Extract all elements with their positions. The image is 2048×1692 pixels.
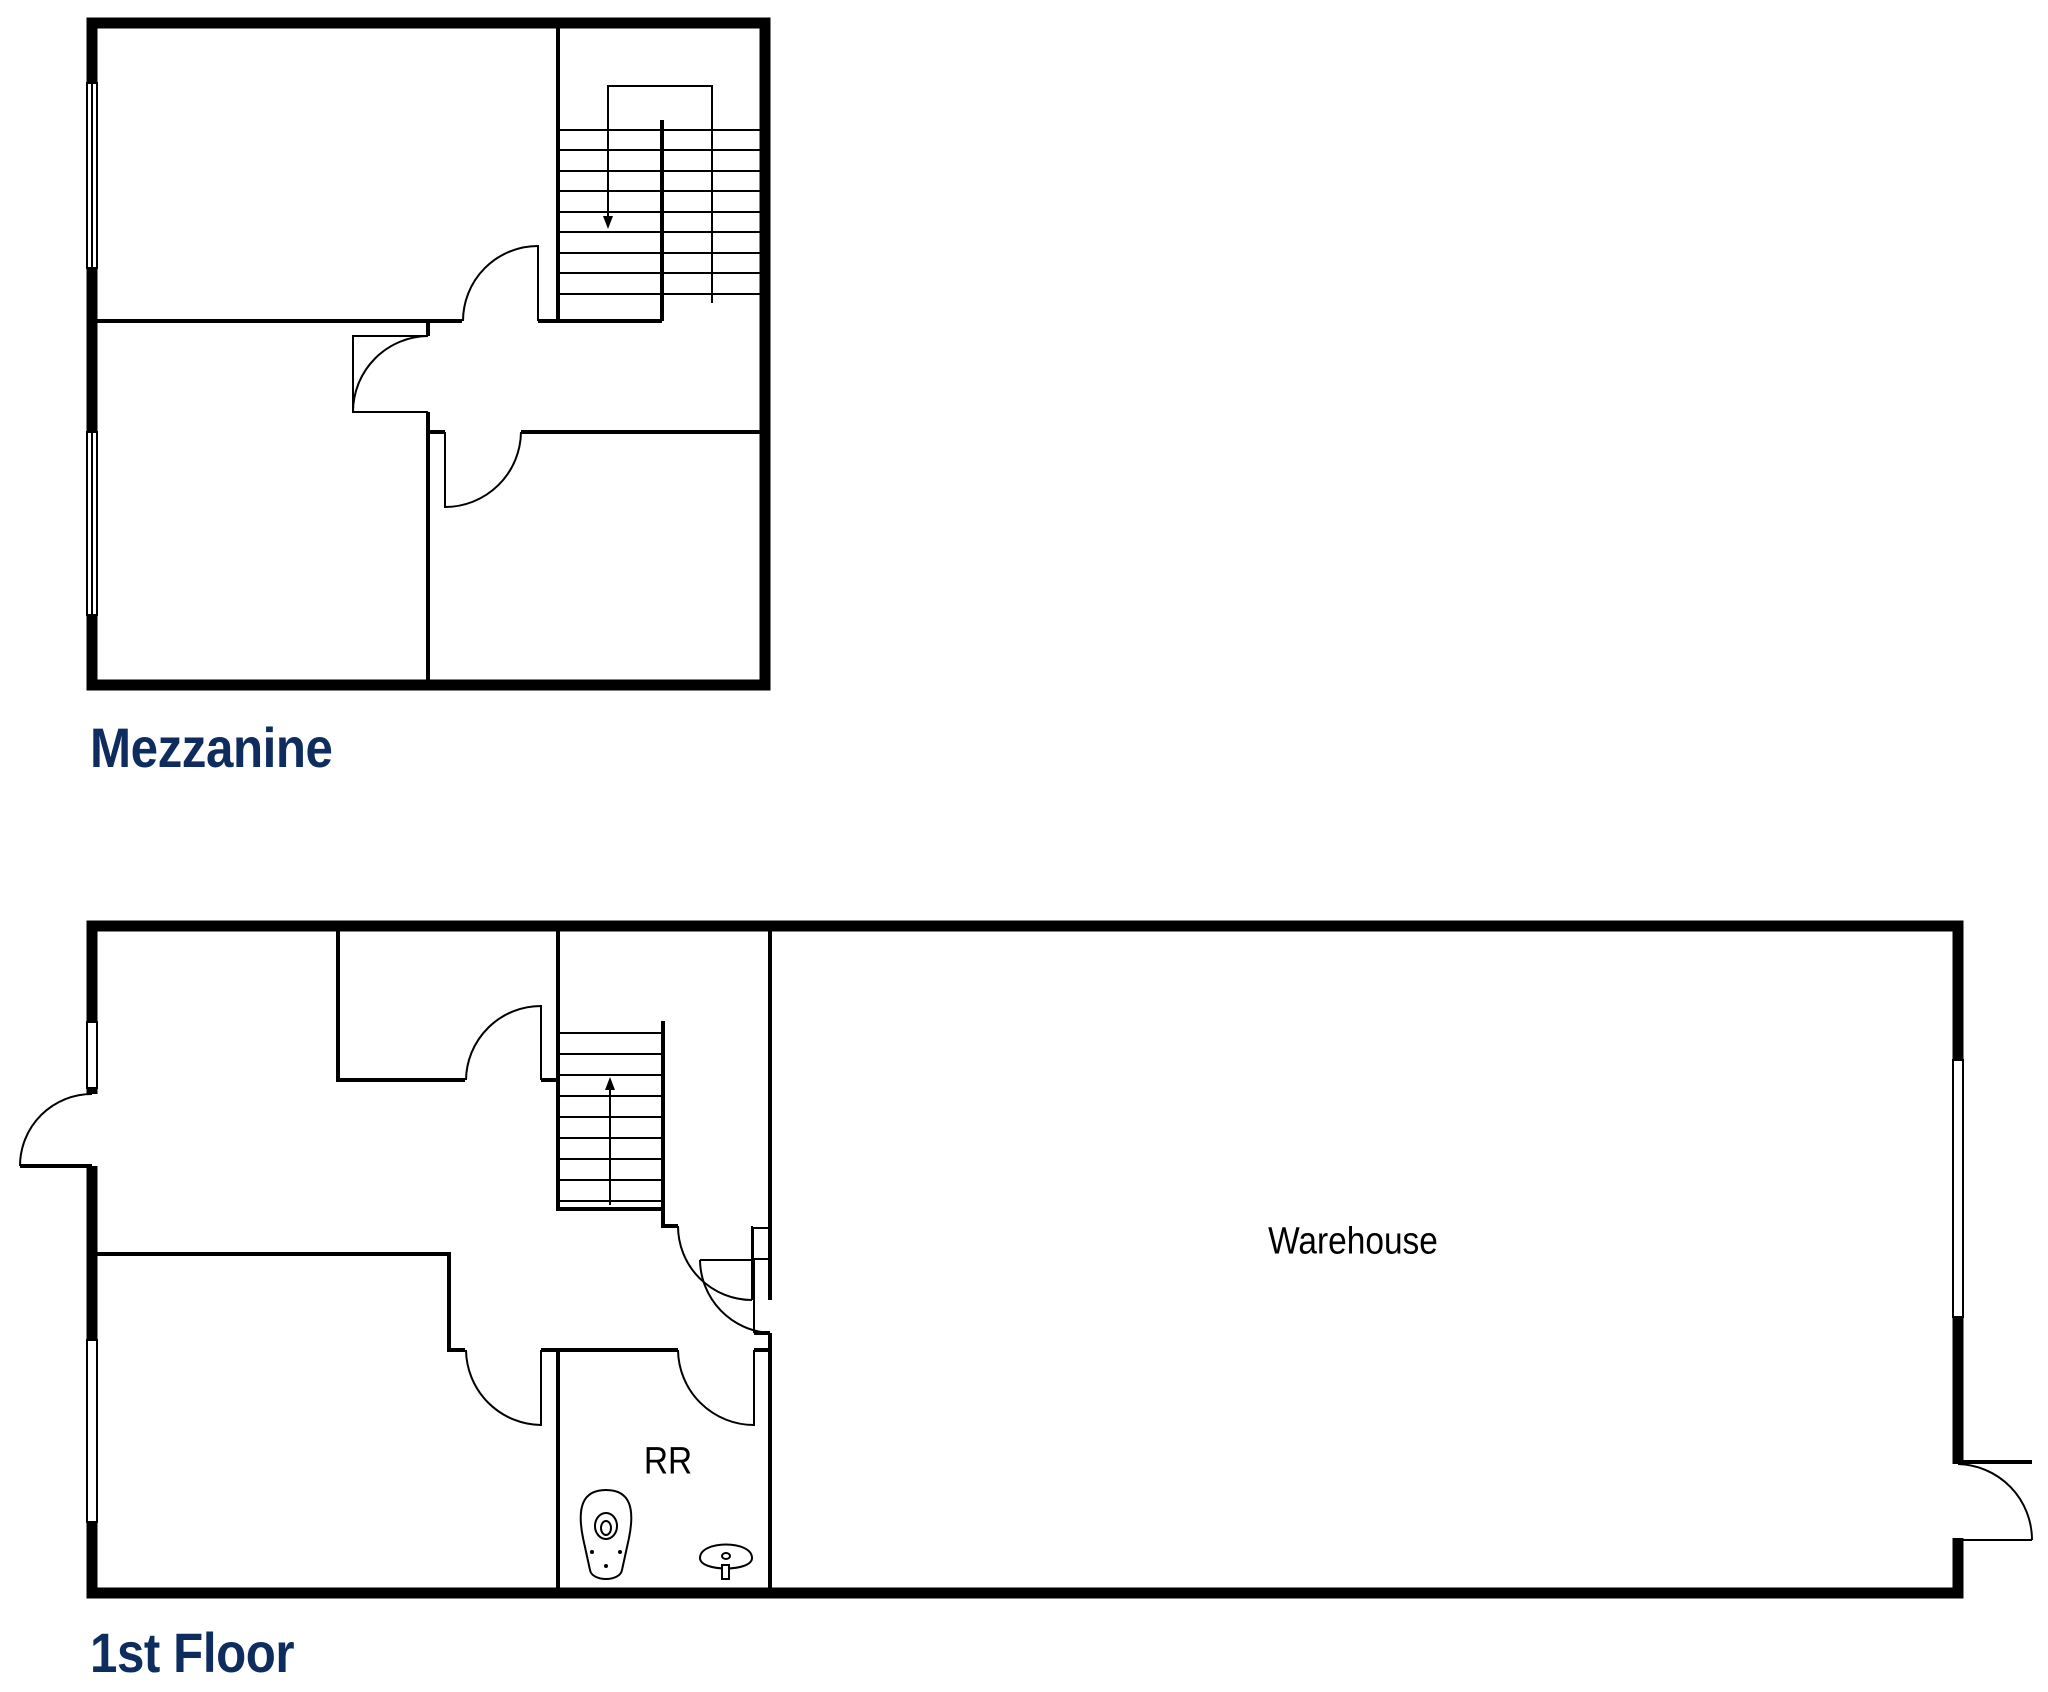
mezzanine-door — [352, 335, 429, 413]
sink-icon — [698, 1543, 754, 1580]
first-floor-title: 1st Floor — [90, 1621, 295, 1684]
mezzanine-door — [444, 431, 522, 509]
mezzanine-plan — [86, 17, 771, 691]
first-floor-window-upper — [86, 1021, 98, 1089]
exterior-door — [19, 1093, 93, 1167]
stair-arrow-icon — [603, 216, 613, 229]
first-floor-plan — [19, 920, 2033, 1599]
mezzanine-title: Mezzanine — [90, 716, 333, 779]
first-floor-wall — [336, 931, 465, 1082]
first-floor-outer-wall — [86, 1084, 1964, 1599]
interior-door — [465, 1349, 542, 1427]
mezzanine-door — [462, 244, 539, 322]
first-floor-stairs — [558, 1032, 663, 1205]
warehouse-window — [1952, 1059, 1964, 1318]
interior-door — [465, 1004, 542, 1081]
restroom-door — [677, 1349, 755, 1427]
warehouse-door — [699, 1259, 771, 1334]
first-floor-window-lower — [86, 1339, 98, 1523]
mezzanine-outer-wall — [86, 17, 771, 691]
restroom-label: RR — [643, 1440, 693, 1483]
interior-door — [677, 1225, 753, 1301]
stair-arrow-icon — [605, 1077, 615, 1090]
toilet-icon — [579, 1488, 633, 1580]
exterior-door — [1957, 1463, 2033, 1541]
mezzanine-stairs — [558, 85, 760, 303]
warehouse-label: Warehouse — [1268, 1220, 1438, 1263]
